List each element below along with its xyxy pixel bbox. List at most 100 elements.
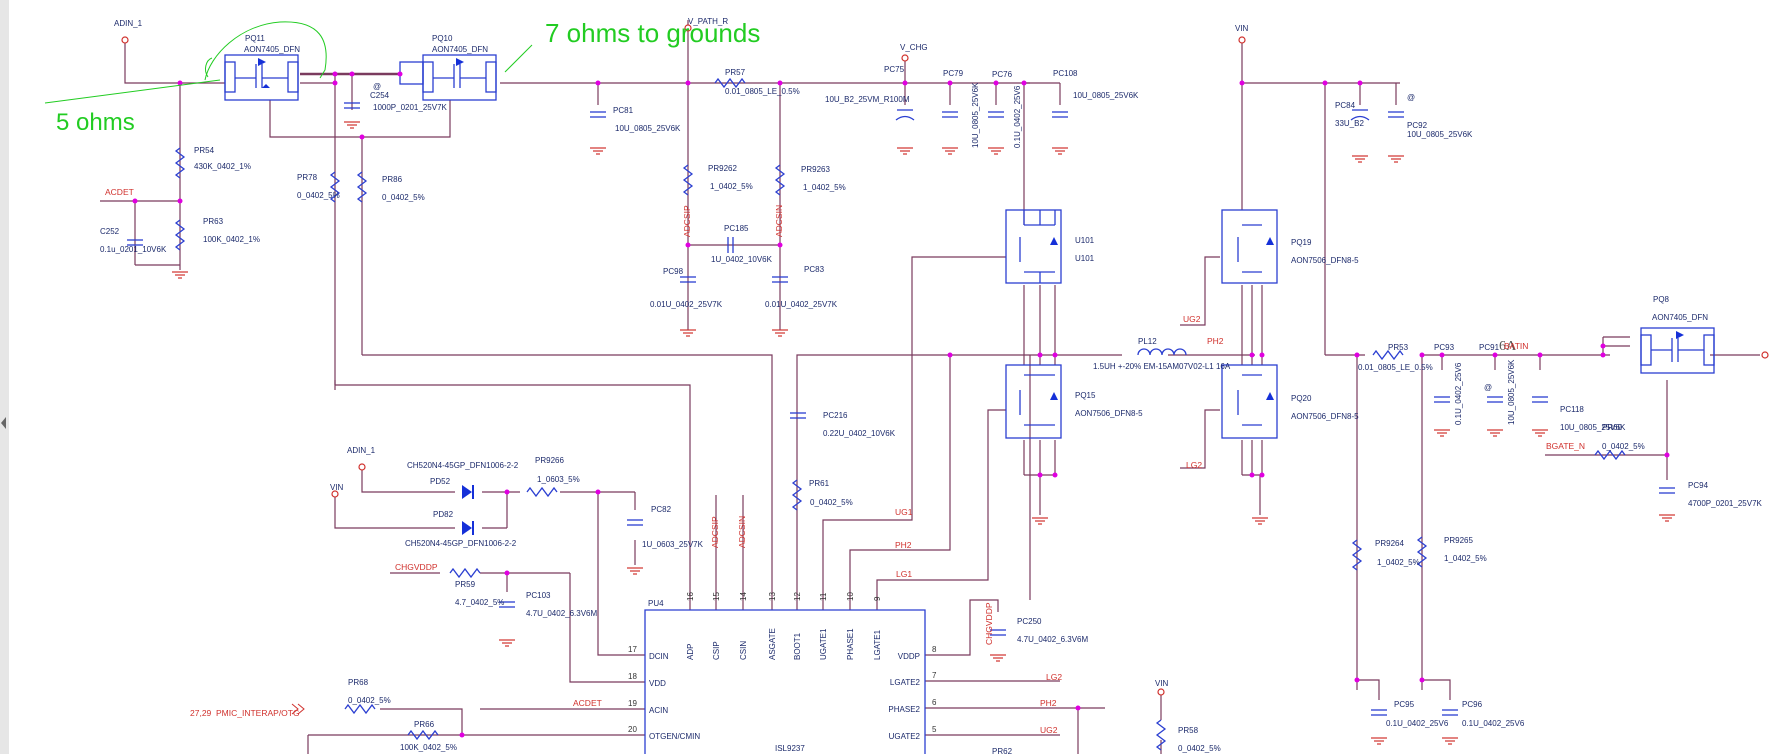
left-scroll-gutter[interactable] <box>0 0 9 754</box>
net-label-vin: VIN <box>1235 24 1249 33</box>
pu4-pin-number: 17 <box>628 645 637 654</box>
net-label-bgate-n: BGATE_N <box>1546 441 1585 451</box>
ref-pc103: PC103 <box>526 591 551 600</box>
ground-icon <box>987 147 1005 155</box>
ground-icon <box>1031 517 1049 525</box>
ref-pc92: PC92 <box>1407 121 1428 130</box>
value-pq20: AON7506_DFN8-5 <box>1291 412 1359 421</box>
value-pc118: 10U_0805_25V6K <box>1560 423 1626 432</box>
ref-pd82: PD82 <box>433 510 454 519</box>
resistor-icon <box>356 171 368 203</box>
value-pc82: 1U_0603_25V7K <box>642 540 704 549</box>
resistor-icon <box>407 729 439 741</box>
net-label-chgvddp: CHGVDDP <box>395 562 438 572</box>
pu4-pin-name: CSIN <box>739 641 748 660</box>
pu4-pin-name: DCIN <box>649 652 669 661</box>
pu4-pin-name: PHASE2 <box>888 705 920 714</box>
expand-panel-arrow-icon[interactable] <box>1 417 6 429</box>
pu4-pin-number: 18 <box>628 672 637 681</box>
ref-pr66: PR66 <box>414 720 435 729</box>
capacitor-icon <box>344 102 360 109</box>
diode-icon <box>456 58 464 66</box>
net-label-ph2-phase1: PH2 <box>895 540 912 550</box>
mark-pc92: @ <box>1407 93 1415 102</box>
pu4-pin-number: 10 <box>846 592 855 601</box>
value-pr60: 0_0402_5% <box>1602 442 1645 451</box>
capacitor-icon <box>1487 396 1503 403</box>
capacitor-icon <box>627 519 643 526</box>
value-pc76: 0.1U_0402_25V6 <box>1013 85 1022 148</box>
ground-icon <box>1433 429 1451 437</box>
capacitor-icon <box>727 237 734 253</box>
mosfet-pq8 <box>1640 327 1715 374</box>
pu4-pin-name: VDDP <box>898 652 920 661</box>
capacitor-icon <box>1659 487 1675 494</box>
diode-icon <box>1676 331 1684 339</box>
value-pr9265: 1_0402_5% <box>1444 554 1487 563</box>
value-pu4: ISL9237 <box>775 744 805 753</box>
ref-pr59: PR59 <box>455 580 476 589</box>
ref-pq8: PQ8 <box>1653 295 1670 304</box>
port-icon <box>901 54 909 62</box>
capacitor-icon <box>1388 111 1404 118</box>
diode-symbols <box>462 485 474 535</box>
pu4-pin-number: 15 <box>712 592 721 601</box>
value-pr78: 0_0402_5% <box>297 191 340 200</box>
net-label-batin: BATIN <box>1504 341 1528 351</box>
ref-pc94: PC94 <box>1688 481 1709 490</box>
net-label-vin-bottom: VIN <box>1155 679 1169 688</box>
ref-pc83: PC83 <box>804 265 825 274</box>
polarized-capacitor-icon <box>895 109 915 121</box>
ref-pc118: PC118 <box>1560 405 1584 414</box>
net-ref-pmic: 27,29 <box>190 708 212 718</box>
resistor-icon <box>682 164 694 196</box>
ref-pr86: PR86 <box>382 175 403 184</box>
ref-pr54: PR54 <box>194 146 215 155</box>
resistor-icon <box>1416 536 1428 568</box>
value-pr66: 100K_0402_5% <box>400 743 457 752</box>
capacitor-icon <box>988 111 1004 118</box>
ground-icon <box>1441 737 1459 745</box>
capacitor-icon <box>990 629 1006 636</box>
ic-pu4-pins: 16ADP15CSIP14CSIN13ASGATE12BOOT111UGATE1… <box>628 592 937 741</box>
value-c254: 1000P_0201_25V7K <box>373 103 448 112</box>
value-pr68: 0_0402_5% <box>348 696 391 705</box>
pu4-pin-name: CSIP <box>712 641 721 660</box>
ref-pr58: PR58 <box>1178 726 1199 735</box>
ref-pc216: PC216 <box>823 411 848 420</box>
ref-pr61: PR61 <box>809 479 830 488</box>
ref-pr9265: PR9265 <box>1444 536 1473 545</box>
value-pc250: 4.7U_0402_6.3V6M <box>1017 635 1089 644</box>
net-label-chgvddp-pin: CHGVDDP <box>984 602 994 645</box>
value-pc81: 10U_0805_25V6K <box>615 124 681 133</box>
net-label-lg1: LG1 <box>896 569 912 579</box>
resistor-icon <box>714 77 746 89</box>
pu4-pin-number: 19 <box>628 699 637 708</box>
capacitor-icon <box>1442 709 1458 716</box>
ref-c252: C252 <box>100 227 120 236</box>
value-pr63: 100K_0402_1% <box>203 235 260 244</box>
value-pc83: 0.01U_0402_25V7K <box>765 300 838 309</box>
mosfet-u101 <box>1005 209 1062 284</box>
capacitor-icon <box>1434 396 1450 403</box>
net-label-ph2: PH2 <box>1207 336 1224 346</box>
resistor-icon <box>791 479 803 511</box>
ground-symbols <box>171 121 1676 745</box>
value-pc75: 10U_B2_25VM_R100M <box>825 95 910 104</box>
pu4-pin-name: UGATE2 <box>889 732 921 741</box>
pu4-pin-name: LGATE1 <box>873 629 882 660</box>
value-pr53: 0.01_0805_LE_0.5% <box>1358 363 1433 372</box>
ground-icon <box>1351 155 1369 163</box>
capacitor-icon <box>127 239 143 246</box>
pu4-pin-number: 9 <box>873 596 882 601</box>
pu4-pin-name: BOOT1 <box>793 632 802 660</box>
partial-label-pr62: PR62 <box>992 747 1013 754</box>
port-icon <box>1238 36 1246 44</box>
pu4-pin-number: 11 <box>819 592 828 601</box>
annotation-6a: 6A <box>1499 339 1517 354</box>
net-label-pmic: PMIC_INTERAP/OTG <box>216 708 300 718</box>
ref-pc95: PC95 <box>1394 700 1415 709</box>
ground-icon <box>1658 514 1676 522</box>
value-pc95: 0.1U_0402_25V6 <box>1386 719 1449 728</box>
